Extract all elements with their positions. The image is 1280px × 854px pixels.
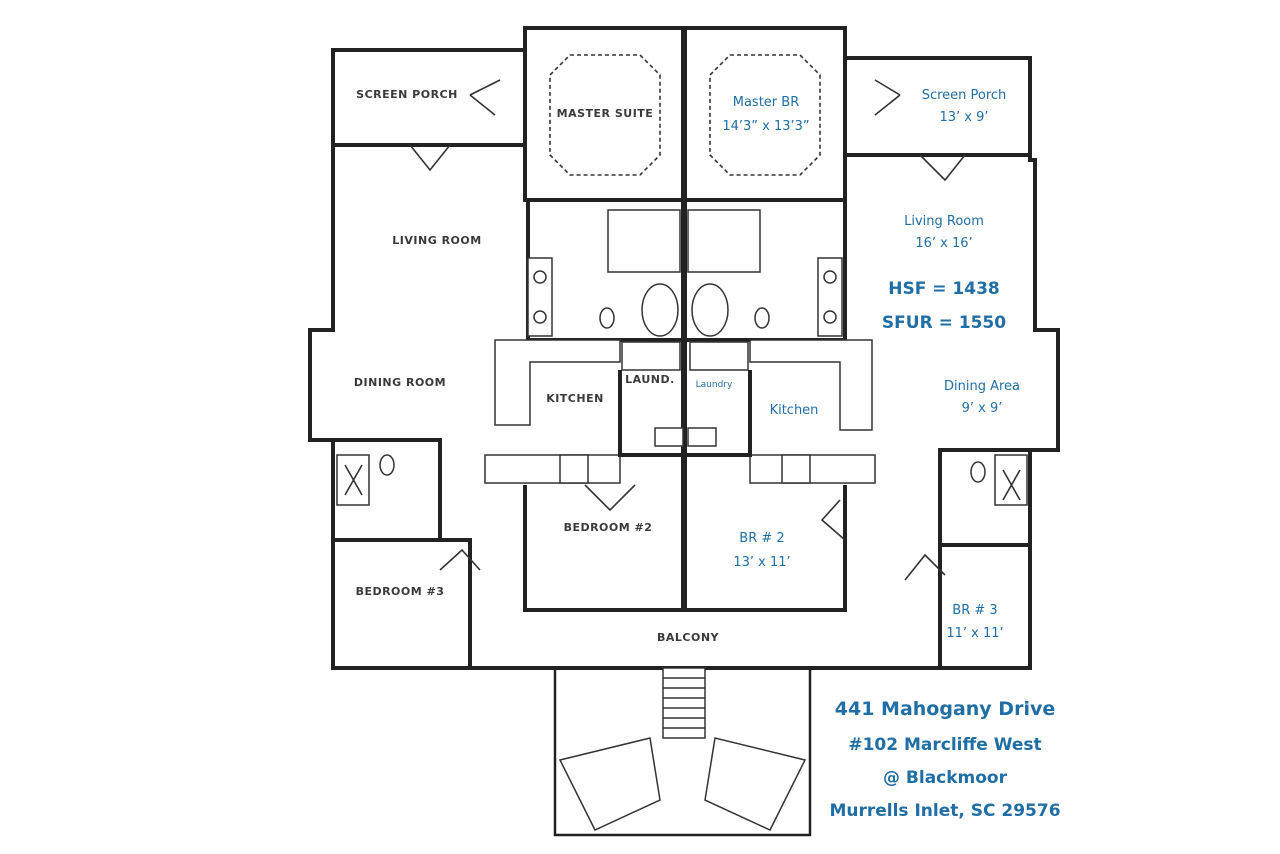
range-left (559, 454, 589, 484)
tub-left-frame (607, 209, 681, 273)
toilet-right (754, 307, 770, 329)
bedroom-door-right-2 (904, 553, 946, 581)
tray-ceiling-left (549, 54, 661, 176)
shower-right (994, 454, 1028, 506)
br3-size: 11’ x 11’ (946, 626, 1003, 641)
living-room-label: Living Room (904, 214, 984, 229)
bedroom-3-left-walls (333, 538, 472, 668)
bedroom-door-left (584, 484, 636, 512)
hsf-label: HSF = 1438 (888, 279, 999, 299)
stove-left (484, 454, 621, 484)
dining-area-label: Dining Area (944, 379, 1020, 394)
bedroom-2-right-walls (684, 485, 847, 612)
vanity-right (817, 257, 843, 337)
balcony-label: BALCONY (657, 631, 720, 644)
laundry-walls (618, 370, 752, 457)
screen-porch-size: 13’ x 9’ (939, 110, 988, 125)
master-br-label: Master BR (733, 95, 799, 110)
sink-icon (533, 310, 547, 324)
stair-treads (558, 667, 807, 831)
porch-door-right (919, 154, 966, 182)
kitchen-counter-right (749, 339, 873, 431)
sink-icon (823, 310, 837, 324)
address-line-4: Murrells Inlet, SC 29576 (829, 801, 1061, 821)
kitchen-counter-left (494, 339, 621, 426)
kitchen-label: Kitchen (770, 403, 819, 418)
outer-wall (308, 26, 1060, 670)
vanity-left (527, 257, 553, 337)
washer-dryer-right (689, 341, 749, 371)
toilet-left (599, 307, 615, 329)
bedroom-door-right (820, 499, 846, 541)
left-screen-porch-label: SCREEN PORCH (356, 88, 458, 101)
laundry-label: Laundry (696, 380, 733, 390)
range-right (781, 454, 811, 484)
left-master-suite-label: MASTER SUITE (557, 107, 654, 120)
bedroom-2-left-walls (523, 485, 684, 612)
left-bedroom-3-label: BEDROOM #3 (356, 585, 445, 598)
left-dining-room-label: DINING ROOM (354, 376, 446, 389)
porch-door-left-2 (469, 79, 501, 116)
dining-area-size: 9’ x 9’ (962, 401, 1003, 416)
left-laundry-label: LAUND. (625, 373, 675, 386)
kitchen-sink-left (654, 427, 684, 447)
master-br-size: 14’3” x 13’3” (722, 119, 809, 134)
toilet-hall-right (970, 461, 986, 483)
tub-right (691, 283, 729, 337)
washer-dryer-left (621, 341, 681, 371)
bedroom-door-left-2 (439, 548, 481, 571)
address-line-2: #102 Marcliffe West (848, 735, 1042, 755)
stair-platform (553, 668, 812, 837)
porch-door-right-2 (874, 79, 901, 116)
shower-x-left (344, 464, 363, 496)
left-bedroom-2-label: BEDROOM #2 (564, 521, 653, 534)
tub-right-frame (687, 209, 761, 273)
address-line-3: @ Blackmoor (882, 768, 1007, 788)
kitchen-sink-right (687, 427, 717, 447)
sink-icon (823, 270, 837, 284)
hall-bath-left (333, 438, 442, 540)
left-kitchen-label: KITCHEN (546, 392, 604, 405)
br2-size: 13’ x 11’ (733, 555, 790, 570)
address-line-1: 441 Mahogany Drive (834, 698, 1056, 720)
living-room-size: 16’ x 16’ (915, 236, 972, 251)
sink-icon (533, 270, 547, 284)
porch-door-left (409, 144, 451, 172)
tub-left (641, 283, 679, 337)
stove-right (749, 454, 876, 484)
hall-bath-right (938, 448, 1030, 545)
br3-label: BR # 3 (952, 603, 997, 618)
br2-label: BR # 2 (739, 531, 784, 546)
tray-ceiling-right (709, 54, 821, 176)
sfur-label: SFUR = 1550 (882, 313, 1006, 333)
screen-porch-label: Screen Porch (922, 88, 1007, 103)
master-suite-walls (523, 30, 847, 202)
left-living-room-label: LIVING ROOM (392, 234, 481, 247)
shower-x-right (1002, 469, 1021, 501)
toilet-hall-left (379, 454, 395, 476)
